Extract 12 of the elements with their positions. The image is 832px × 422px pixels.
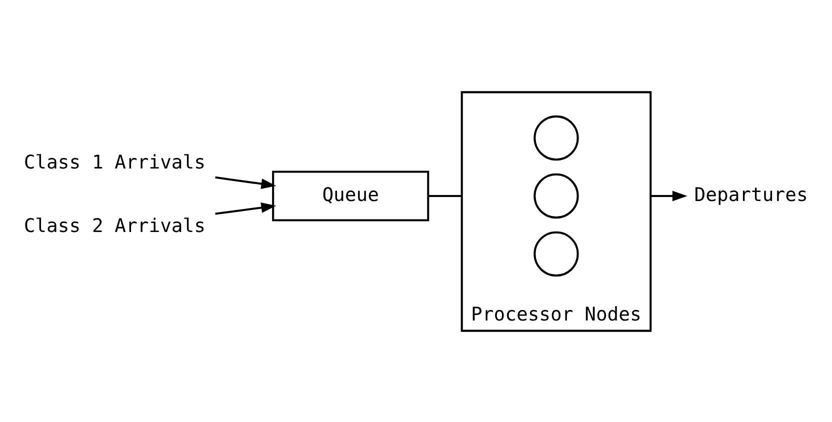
node-circle [534,114,579,160]
node-text: Class 1 Arrivals [24,151,206,174]
node-text: Class 2 Arrivals [24,214,206,236]
arrow [215,176,276,188]
arrow [650,190,688,201]
arrow [215,202,276,214]
node-text: Departures [694,183,808,206]
node-circle [534,230,579,276]
connector [428,194,462,196]
node-circle [534,172,579,218]
node-box: Queue [272,170,430,221]
cluster: Processor Nodes [460,90,652,332]
